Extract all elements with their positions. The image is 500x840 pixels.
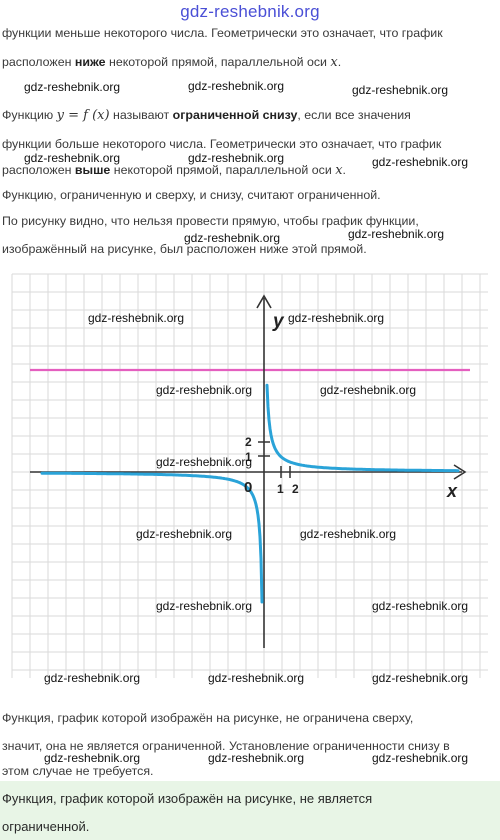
- watermark: gdz-reshebnik.org: [156, 455, 253, 469]
- watermark: gdz-reshebnik.org: [24, 80, 121, 94]
- conclusion-line-1: Функция, график которой изображён на рис…: [2, 791, 373, 806]
- paragraph-2-line-2: функции больше некоторого числа. Геометр…: [2, 137, 442, 151]
- conclusion-line-2: ограниченной.: [2, 819, 90, 834]
- watermark: gdz-reshebnik.org: [372, 599, 469, 613]
- watermark: gdz-reshebnik.org: [156, 599, 253, 613]
- x-axis-arrow: [453, 464, 467, 480]
- watermark: gdz-reshebnik.org: [188, 151, 285, 165]
- math-variable-x: x: [330, 55, 338, 70]
- function-graph: y x 0 1 2 2 1: [11, 273, 488, 678]
- paragraph-4-line-2: изображённый на рисунке, был расположен …: [2, 242, 367, 256]
- site-header[interactable]: gdz-reshebnik.org: [180, 2, 320, 21]
- watermark: gdz-reshebnik.org: [208, 671, 305, 685]
- math-variable-x: x: [335, 163, 343, 178]
- bold-term-bounded-below: ограниченной снизу: [172, 108, 298, 122]
- watermark: gdz-reshebnik.org: [184, 231, 281, 245]
- paragraph-4-line-1: По рисунку видно, что нельзя провести пр…: [2, 214, 419, 228]
- watermark: gdz-reshebnik.org: [300, 527, 397, 541]
- paragraph-3: Функцию, ограниченную и сверху, и снизу,…: [2, 188, 381, 202]
- bold-word-above: выше: [74, 163, 111, 177]
- watermark: gdz-reshebnik.org: [24, 151, 121, 165]
- watermark: gdz-reshebnik.org: [352, 83, 449, 97]
- text-fragment: некоторой прямой, параллельной оси: [105, 55, 331, 69]
- y-tick-label-1: 1: [245, 450, 252, 464]
- paragraph-1-line-2: расположен ниже некоторой прямой, паралл…: [2, 55, 496, 70]
- paragraph-5-line-1: Функция, график которой изображён на рис…: [2, 711, 414, 725]
- curve-left-branch: [40, 471, 264, 604]
- watermark: gdz-reshebnik.org: [288, 311, 385, 325]
- watermark: gdz-reshebnik.org: [372, 155, 469, 169]
- watermark: gdz-reshebnik.org: [136, 527, 233, 541]
- watermark: gdz-reshebnik.org: [208, 751, 305, 765]
- text-fragment: .: [337, 55, 342, 69]
- watermark: gdz-reshebnik.org: [320, 383, 417, 397]
- bold-word-below: ниже: [74, 55, 106, 69]
- watermark: gdz-reshebnik.org: [372, 671, 469, 685]
- x-axis-label: x: [446, 481, 458, 501]
- text-fragment: , если все значения: [297, 108, 411, 122]
- text-fragment: некоторой прямой, параллельной оси: [110, 163, 336, 177]
- watermark: gdz-reshebnik.org: [88, 311, 185, 325]
- conclusion-box: Функция, график которой изображён на рис…: [0, 781, 500, 840]
- text-fragment: расположен: [2, 163, 75, 177]
- watermark: gdz-reshebnik.org: [372, 751, 469, 765]
- paragraph-5-line-2: значит, она не является ограниченной. Ус…: [2, 739, 450, 753]
- math-formula: y = f (x): [56, 108, 110, 123]
- text-fragment: расположен: [2, 55, 75, 69]
- y-axis-label: y: [272, 311, 285, 332]
- text-fragment: называют: [109, 108, 173, 122]
- watermark: gdz-reshebnik.org: [156, 383, 253, 397]
- text-fragment: .: [342, 163, 346, 177]
- paragraph-2-line-1: Функцию y = f (x) называют ограниченной …: [2, 108, 496, 123]
- watermark: gdz-reshebnik.org: [348, 227, 445, 241]
- curve-right-branch: [265, 383, 460, 473]
- x-tick-label-1: 1: [277, 482, 284, 496]
- y-axis-arrow: [256, 294, 272, 309]
- grid: [11, 273, 488, 678]
- watermark: gdz-reshebnik.org: [44, 671, 141, 685]
- paragraph-2-line-3: расположен выше некоторой прямой, паралл…: [2, 163, 496, 178]
- x-tick-label-2: 2: [292, 482, 299, 496]
- text-fragment: Функцию: [2, 108, 57, 122]
- watermark: gdz-reshebnik.org: [44, 751, 141, 765]
- y-tick-label-2: 2: [245, 435, 252, 449]
- paragraph-1-line-1: функции меньше некоторого числа. Геометр…: [2, 26, 443, 40]
- paragraph-5-line-3: этом случае не требуется.: [2, 764, 154, 778]
- watermark: gdz-reshebnik.org: [188, 79, 285, 93]
- origin-label: 0: [244, 479, 252, 496]
